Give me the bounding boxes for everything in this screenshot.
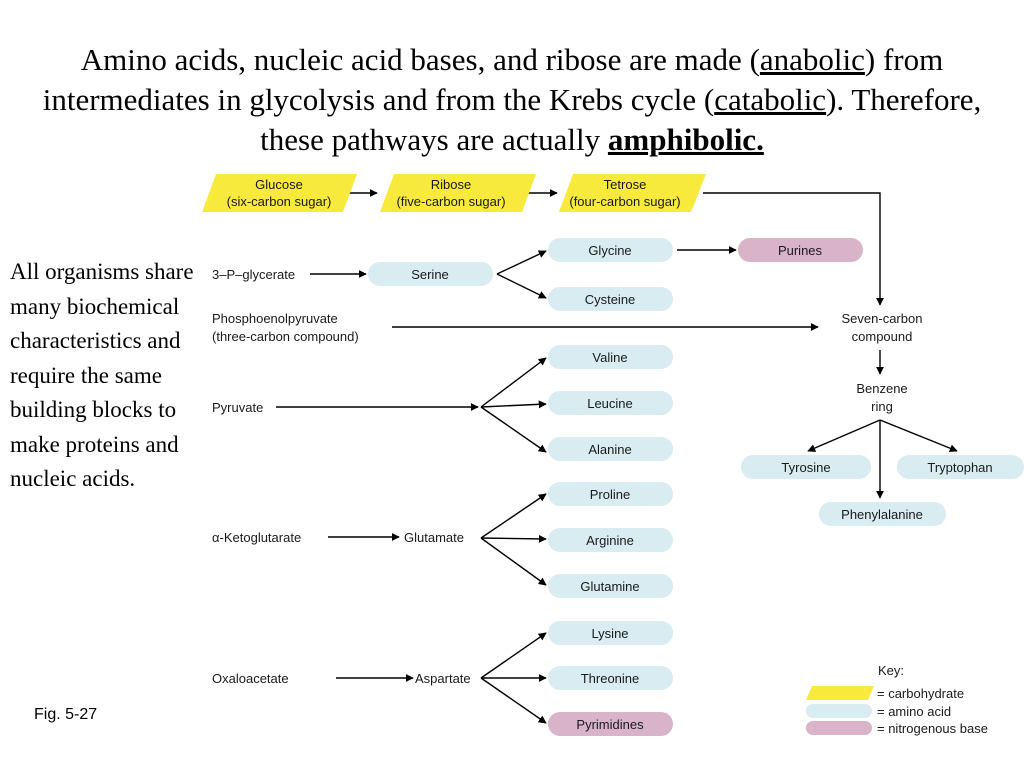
node-oxaloacetate: Oxaloacetate [212,671,289,686]
legend-title: Key: [878,663,904,678]
svg-text:Glucose: Glucose [255,177,303,192]
node-arginine: Arginine [548,528,673,552]
legend-swatch-amino-acid [806,704,872,718]
node-ribose: Ribose (five-carbon sugar) [380,174,536,212]
node-seven-carbon-compound: Seven-carbon compound [842,311,923,344]
node-benzene-ring: Benzene ring [856,381,907,414]
node-ketoglutarate: α-Ketoglutarate [212,530,301,545]
svg-text:Tetrose: Tetrose [604,177,647,192]
svg-text:Glutamine: Glutamine [580,579,639,594]
node-purines: Purines [738,238,863,262]
catabolic-term: catabolic [714,82,827,117]
node-tetrose: Tetrose (four-carbon sugar) [559,174,706,212]
svg-text:(five-carbon sugar): (five-carbon sugar) [396,194,505,209]
node-leucine: Leucine [548,391,673,415]
svg-text:(four-carbon sugar): (four-carbon sugar) [569,194,680,209]
svg-text:Lysine: Lysine [591,626,628,641]
svg-text:ring: ring [871,399,893,414]
amphibolic-term: amphibolic. [607,122,764,157]
side-note: All organisms share many biochemical cha… [10,259,194,491]
anabolic-term: anabolic [759,42,865,77]
svg-text:Serine: Serine [411,267,449,282]
svg-text:Cysteine: Cysteine [585,292,636,307]
svg-text:Valine: Valine [592,350,627,365]
legend-label-nitrogenous-base: = nitrogenous base [877,721,988,736]
node-threonine: Threonine [548,666,673,690]
legend-label-amino-acid: = amino acid [877,704,951,719]
svg-text:Purines: Purines [778,243,823,258]
node-alanine: Alanine [548,437,673,461]
svg-text:Pyrimidines: Pyrimidines [576,717,644,732]
figure-label: Fig. 5-27 [34,706,98,723]
node-glycine: Glycine [548,238,673,262]
node-phosphoenolpyruvate: Phosphoenolpyruvate (three-carbon compou… [212,311,359,344]
legend-key: Key: = carbohydrate = amino acid = nitro… [806,663,988,736]
svg-text:Threonine: Threonine [581,671,640,686]
svg-text:Seven-carbon: Seven-carbon [842,311,923,326]
slide-title: Amino acids, nucleic acid bases, and rib… [42,42,982,157]
node-proline: Proline [548,482,673,506]
node-glycerate: 3–P–glycerate [212,267,295,282]
node-glucose: Glucose (six-carbon sugar) [202,174,357,212]
svg-text:(six-carbon sugar): (six-carbon sugar) [227,194,332,209]
node-aspartate: Aspartate [415,671,471,686]
svg-text:Arginine: Arginine [586,533,634,548]
node-glutamate: Glutamate [404,530,464,545]
svg-text:Benzene: Benzene [856,381,907,396]
node-serine: Serine [368,262,493,286]
node-tyrosine: Tyrosine [741,455,871,479]
legend-swatch-nitrogenous-base [806,721,872,735]
svg-text:Proline: Proline [590,487,630,502]
svg-text:Phenylalanine: Phenylalanine [841,507,923,522]
legend-swatch-carbohydrate [806,686,874,700]
node-valine: Valine [548,345,673,369]
svg-text:compound: compound [852,329,913,344]
svg-text:Tryptophan: Tryptophan [927,460,992,475]
node-tryptophan: Tryptophan [897,455,1024,479]
svg-text:Leucine: Leucine [587,396,633,411]
node-phenylalanine: Phenylalanine [819,502,946,526]
svg-text:Alanine: Alanine [588,442,631,457]
node-glutamine: Glutamine [548,574,673,598]
svg-text:Glycine: Glycine [588,243,631,258]
legend-label-carbohydrate: = carbohydrate [877,686,964,701]
node-pyruvate: Pyruvate [212,400,263,415]
node-lysine: Lysine [548,621,673,645]
svg-text:Tyrosine: Tyrosine [781,460,830,475]
svg-text:(three-carbon compound): (three-carbon compound) [212,329,359,344]
svg-text:Ribose: Ribose [431,177,471,192]
node-cysteine: Cysteine [548,287,673,311]
node-pyrimidines: Pyrimidines [548,712,673,736]
svg-text:Phosphoenolpyruvate: Phosphoenolpyruvate [212,311,338,326]
